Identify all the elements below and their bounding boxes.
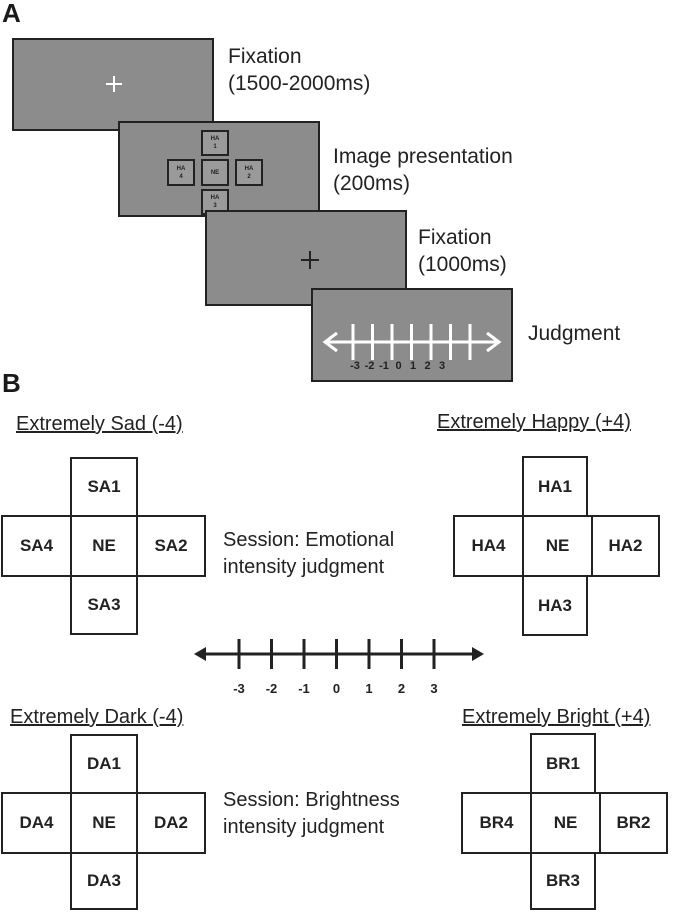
face-thumb-center: NE	[201, 159, 229, 186]
scale-tick-label-6: 3	[438, 360, 446, 372]
intensity-scale-arrow	[194, 639, 484, 669]
judgment-caption: Judgment	[528, 322, 621, 345]
scale-tick-label-3: 0	[395, 360, 402, 372]
face-br2: BR2	[599, 792, 668, 854]
face-da-ne: NE	[70, 792, 138, 854]
face-da1: DA1	[70, 734, 138, 794]
extremely-sad-heading: Extremely Sad (-4)	[16, 413, 183, 435]
judgment-scale-arrow	[322, 324, 502, 360]
fixation-2-caption: Fixation (1000ms)	[418, 226, 507, 276]
extremely-dark-heading: Extremely Dark (-4)	[10, 706, 184, 728]
face-sa1: SA1	[70, 457, 138, 517]
face-sa4: SA4	[1, 515, 72, 577]
face-br-ne: NE	[530, 792, 601, 854]
face-da2: DA2	[136, 792, 206, 854]
face-sa-ne: NE	[70, 515, 138, 577]
scale-tick-label-3: 0	[332, 681, 341, 696]
face-thumb-right: HA 2	[235, 159, 263, 186]
face-thumb-top: HA 1	[201, 130, 229, 156]
scale-tick-label-0: -3	[350, 360, 360, 372]
brightness-session-label: Session: Brightness intensity judgment	[223, 789, 400, 838]
scale-tick-label-1: -2	[364, 360, 375, 372]
face-ha-ne: NE	[522, 515, 593, 577]
scale-tick-label-0: -3	[233, 681, 245, 696]
face-br4: BR4	[461, 792, 532, 854]
image-presentation-caption: Image presentation (200ms)	[333, 145, 513, 195]
scale-tick-label-5: 2	[424, 360, 431, 372]
extremely-bright-heading: Extremely Bright (+4)	[462, 706, 651, 728]
scale-tick-label-4: 1	[409, 360, 417, 372]
face-br3: BR3	[530, 852, 596, 910]
extremely-happy-heading: Extremely Happy (+4)	[437, 411, 631, 433]
face-ha3: HA3	[522, 575, 588, 636]
face-da3: DA3	[70, 852, 138, 910]
face-sa3: SA3	[70, 575, 138, 635]
image-presentation-screen: HA 1 HA 4 NE HA 2 HA 3	[118, 121, 320, 217]
scale-tick-label-6: 3	[430, 681, 438, 696]
scale-tick-label-4: 1	[365, 681, 373, 696]
face-ha1: HA1	[522, 456, 588, 517]
emotional-session-label: Session: Emotional intensity judgment	[223, 529, 395, 578]
face-ha4: HA4	[453, 515, 524, 577]
face-da4: DA4	[1, 792, 72, 854]
scale-tick-label-5: 2	[397, 681, 406, 696]
fixation-cross-icon-vertical	[113, 76, 115, 92]
scale-tick-label-2: -1	[379, 360, 389, 372]
face-sa2: SA2	[136, 515, 206, 577]
panel-a-label: A	[2, 0, 21, 28]
fixation-1-caption: Fixation (1500-2000ms)	[228, 45, 371, 95]
fixation-cross-dark-icon-vertical	[309, 251, 311, 269]
face-ha2: HA2	[591, 515, 660, 577]
fixation-screen-1	[12, 38, 214, 131]
scale-tick-label-2: -1	[298, 681, 310, 696]
panel-b-label: B	[2, 368, 21, 398]
face-br1: BR1	[530, 733, 596, 794]
scale-tick-label-1: -2	[265, 681, 278, 696]
face-thumb-left: HA 4	[167, 159, 195, 186]
